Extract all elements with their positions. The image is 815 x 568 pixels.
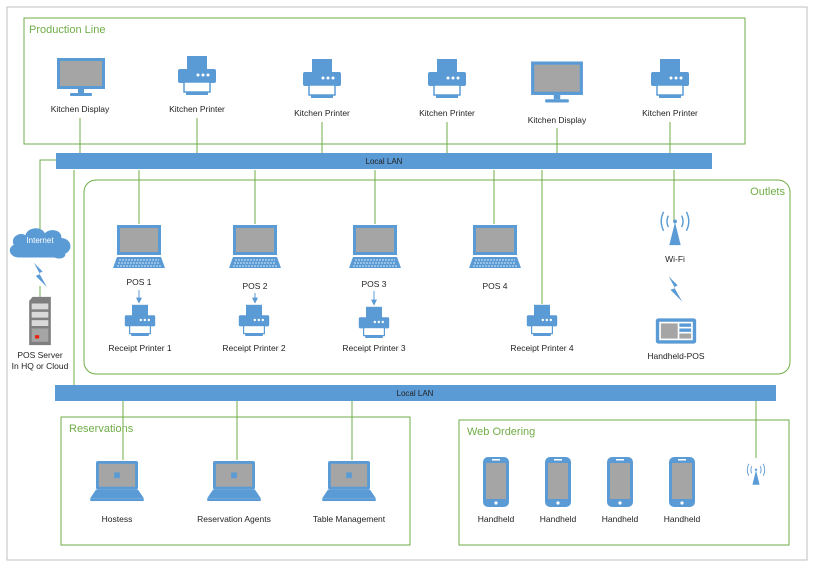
phone-icon [669,457,695,507]
tablet-icon [655,318,697,344]
pos-server-cluster: Internet POS Server In HQ or Cloud [9,228,71,371]
kitchen-printer-4-label: Kitchen Printer [642,108,698,118]
top-local-lan-bar [56,153,712,169]
pos-printer-arrows [136,290,377,306]
web-ordering-group [458,419,790,546]
laptop-icon [229,224,281,269]
bottom-local-lan-label: Local LAN [397,389,434,398]
kitchen-printer-1-label: Kitchen Printer [169,104,225,114]
receipt-printers: Receipt Printer 1 Receipt Printer 2 Rece… [108,304,574,353]
receipt-printer-4-label: Receipt Printer 4 [510,343,574,353]
pos-1-label: POS 1 [126,277,151,287]
outlets-group [83,179,791,375]
reservation-devices: Hostess Reservation Agents Table Managem… [90,460,386,524]
laptop-icon [349,224,401,269]
handheld-pos-label: Handheld-POS [647,351,705,361]
kitchen-printer-2-label: Kitchen Printer [294,108,350,118]
phone-icon [607,457,633,507]
connector-lines [39,118,757,460]
server-icon [29,296,51,346]
receipt-printer-3-label: Receipt Printer 3 [342,343,406,353]
hostess-label: Hostess [102,514,133,524]
wireless-outlet-devices: Wi-Fi Handheld-POS [647,211,705,361]
pos-4-label: POS 4 [482,281,507,291]
kitchen-display-2-label: Kitchen Display [528,115,587,125]
kitchen-display-1-label: Kitchen Display [51,104,110,114]
reservations-group [60,416,411,546]
pos-3-label: POS 3 [361,279,386,289]
laptop-icon [322,460,376,502]
table-management-label: Table Management [313,514,386,524]
pos-2-label: POS 2 [242,281,267,291]
outlets-title: Outlets [750,186,785,198]
laptop-icon [113,224,165,269]
bottom-local-lan-bar [55,385,776,401]
kitchen-printer-3-label: Kitchen Printer [419,108,475,118]
top-local-lan-label: Local LAN [366,157,403,166]
laptop-icon [90,460,144,502]
production-line-title: Production Line [29,24,105,36]
reservation-agents-label: Reservation Agents [197,514,271,524]
outlet-pos-terminals: POS 1 POS 2 POS 3 POS 4 [113,224,521,291]
reservations-title: Reservations [69,423,134,435]
receipt-printer-1-label: Receipt Printer 1 [108,343,172,353]
receipt-printer-2-label: Receipt Printer 2 [222,343,286,353]
phone-icon [545,457,571,507]
internet-label: Internet [26,236,54,245]
handheld-3-label: Handheld [602,514,639,524]
production-devices: Kitchen Display Kitchen Printer Kitchen … [51,55,698,125]
pos-server-label: POS Server [17,350,63,360]
production-line-group [23,17,746,145]
laptop-icon [469,224,521,269]
pos-server-location-label: In HQ or Cloud [12,361,69,371]
handheld-1-label: Handheld [478,514,515,524]
phone-icon [483,457,509,507]
wifi-label: Wi-Fi [665,254,685,264]
handheld-2-label: Handheld [540,514,577,524]
laptop-icon [207,460,261,502]
web-ordering-title: Web Ordering [467,426,535,438]
web-ordering-devices: Handheld Handheld Handheld Handheld [478,457,766,524]
handheld-4-label: Handheld [664,514,701,524]
